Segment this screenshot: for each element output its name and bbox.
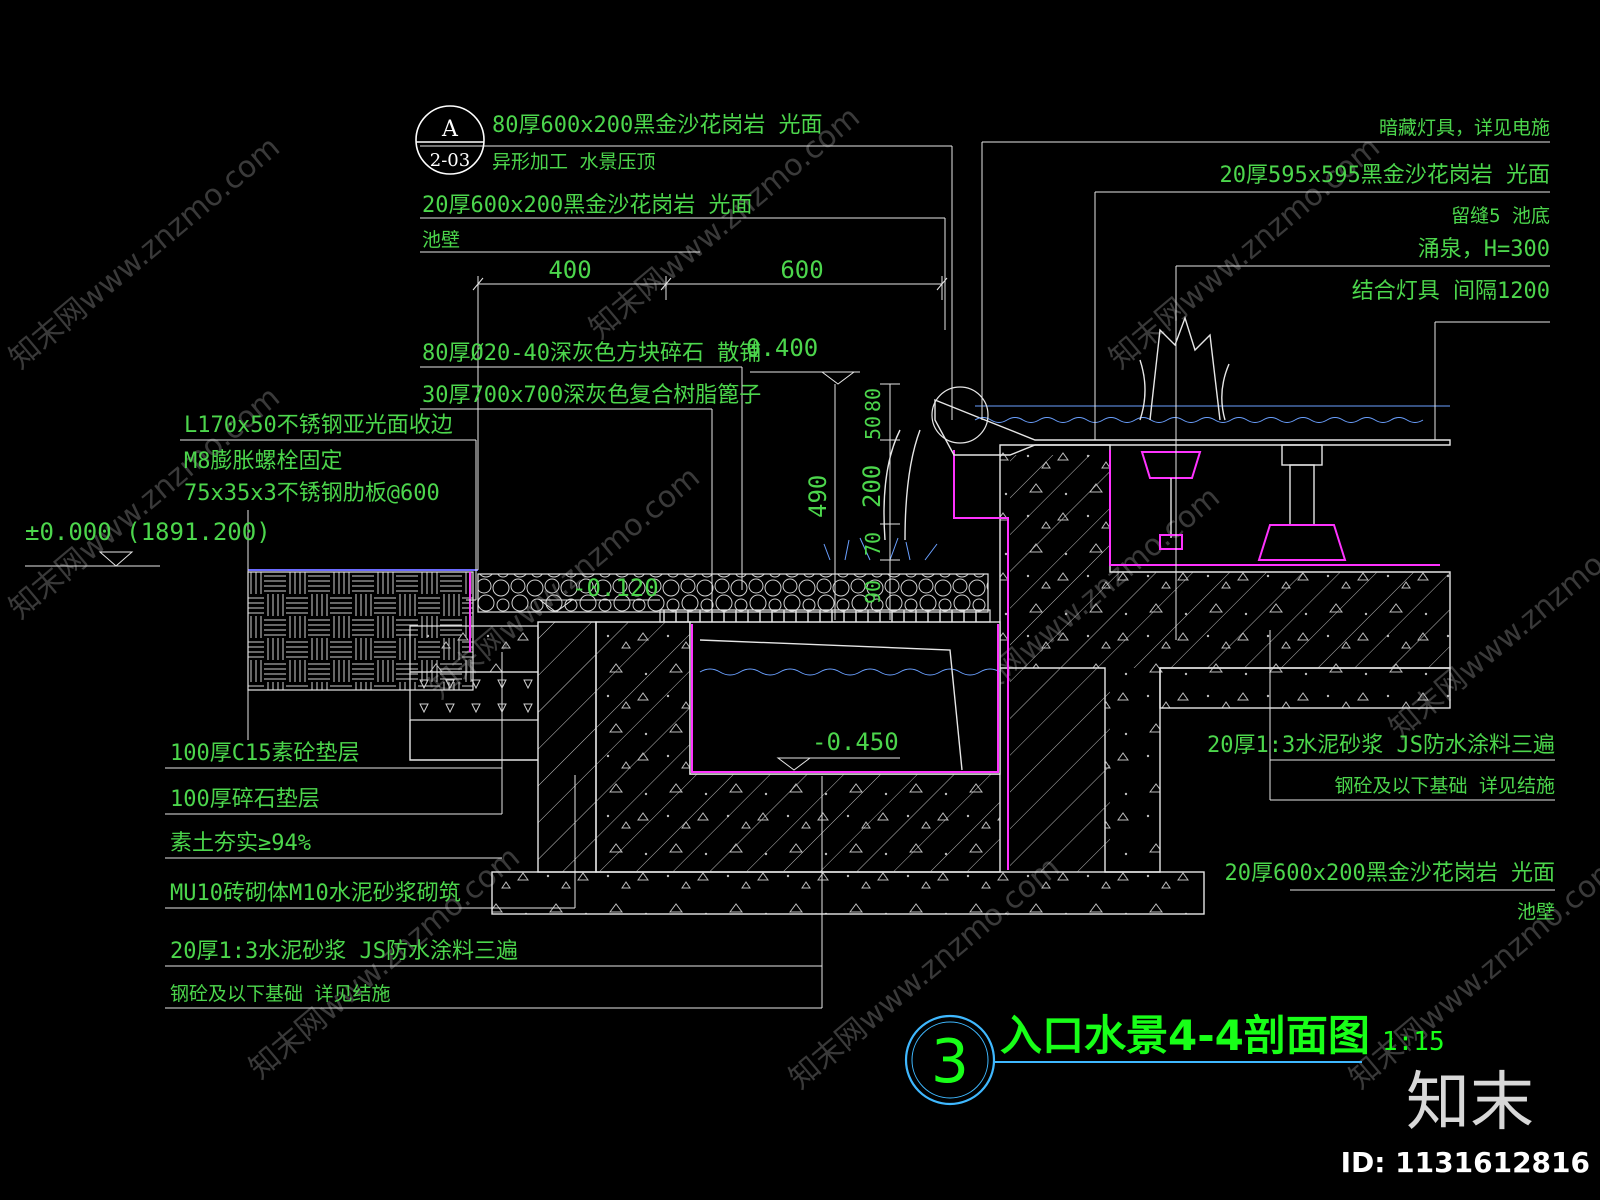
label-foundation: 钢砼及以下基础 详见结施 bbox=[170, 983, 390, 1005]
label-coping-stone: 80厚600x200黑金沙花岗岩 光面 bbox=[492, 113, 822, 138]
label-right-mortar: 20厚1:3水泥砂浆 JS防水涂料三遍 bbox=[1207, 733, 1555, 758]
fountain-jet bbox=[1149, 315, 1221, 421]
elevation-minus0120: -0.120 bbox=[572, 574, 659, 602]
pool-layer bbox=[823, 315, 1451, 561]
label-pool-floor-stone: 20厚595x595黑金沙花岗岩 光面 bbox=[1220, 163, 1550, 188]
detail-ref-sheet: 2-03 bbox=[430, 150, 470, 171]
dim-90: 90 bbox=[861, 580, 885, 604]
label-gravel-bed: 100厚碎石垫层 bbox=[170, 787, 320, 812]
detail-ref-letter: A bbox=[441, 117, 459, 142]
brand-logo: 知末 bbox=[1406, 1066, 1534, 1140]
watermark-text: 知末网www.znzmo.com bbox=[1343, 850, 1600, 1096]
label-lights-spacing: 结合灯具 间隔1200 bbox=[1352, 279, 1550, 304]
submerged-light bbox=[1140, 451, 1202, 550]
dim-400: 400 bbox=[548, 256, 591, 284]
datum-elevation: ±0.000 (1891.200) bbox=[25, 518, 271, 546]
brick-wall bbox=[537, 621, 597, 873]
title-number-ring bbox=[904, 1014, 996, 1106]
dim-50: 50 bbox=[861, 416, 885, 440]
foundation-slab bbox=[491, 871, 1205, 915]
title-number: 3 bbox=[931, 1027, 969, 1097]
pedestal-support bbox=[1257, 444, 1347, 561]
pool-wall-hatch bbox=[1010, 455, 1110, 872]
label-steel-rib: 75x35x3不锈钢肋板@600 bbox=[184, 481, 440, 506]
leader-lines bbox=[25, 141, 1555, 1009]
label-resin-grate: 30厚700x700深灰色复合树脂篦子 bbox=[422, 383, 761, 408]
label-joint: 留缝5 池底 bbox=[1451, 205, 1550, 227]
basin-hatch bbox=[690, 774, 1000, 872]
label-brickwork: MU10砖砌体M10水泥砂浆砌筑 bbox=[170, 881, 461, 906]
label-c15-bed: 100厚C15素砼垫层 bbox=[170, 741, 359, 766]
gravel-layer bbox=[477, 573, 989, 613]
right-footing bbox=[1159, 667, 1451, 709]
basin-hatch bbox=[596, 622, 690, 872]
label-right-foundation: 钢砼及以下基础 详见结施 bbox=[1335, 775, 1555, 797]
waterproof-layer bbox=[1109, 450, 1440, 566]
label-right-wall: 池壁 bbox=[1517, 901, 1555, 923]
label-mortar: 20厚1:3水泥砂浆 JS防水涂料三遍 bbox=[170, 939, 518, 964]
resin-grate bbox=[659, 609, 991, 623]
dim-70: 70 bbox=[861, 532, 885, 556]
pool-base-hatch bbox=[1110, 572, 1450, 668]
label-spring: 涌泉，H=300 bbox=[1418, 237, 1550, 262]
label-wall-stone: 20厚600x200黑金沙花岗岩 光面 bbox=[422, 193, 752, 218]
label-gravel: 80厚Ø20-40深灰色方块碎石 散铺 bbox=[422, 341, 761, 366]
structure-layer bbox=[491, 444, 1451, 915]
concrete-bed bbox=[409, 625, 539, 673]
drawing-scale: 1:15 bbox=[1382, 1027, 1445, 1057]
dim-200: 200 bbox=[858, 465, 886, 508]
dim-490: 490 bbox=[804, 475, 832, 518]
resource-id: ID: 1131612816 bbox=[1341, 1146, 1590, 1179]
label-steel-edge: L170x50不锈钢亚光面收边 bbox=[184, 413, 453, 438]
dim-80: 80 bbox=[861, 388, 885, 412]
annotations: 80厚600x200黑金沙花岗岩 光面 异形加工 水景压顶 20厚600x200… bbox=[25, 113, 1555, 1005]
label-soil: 素土夯实≥94% bbox=[170, 831, 311, 856]
coping-stone bbox=[934, 398, 1451, 456]
gravel-bed bbox=[409, 671, 539, 721]
dim-600: 600 bbox=[780, 256, 823, 284]
brand-mark: 知末 ID: 1131612816 bbox=[1341, 1066, 1590, 1179]
label-right-wall-stone: 20厚600x200黑金沙花岗岩 光面 bbox=[1225, 861, 1555, 886]
waterproof-layer bbox=[691, 624, 999, 773]
watermark-text: 知末网www.znzmo.com bbox=[3, 130, 287, 376]
coping-detail-circle bbox=[931, 386, 989, 444]
label-bolt: M8膨胀螺栓固定 bbox=[184, 449, 343, 474]
label-coping-process: 异形加工 水景压顶 bbox=[492, 151, 655, 173]
label-wall: 池壁 bbox=[422, 229, 460, 251]
label-hidden-lights: 暗藏灯具，详见电施 bbox=[1379, 117, 1550, 139]
waterproof-layer bbox=[953, 450, 1009, 870]
drawing-title: 入口水景4-4剖面图 bbox=[1000, 1011, 1370, 1060]
detail-reference: A 2-03 bbox=[415, 105, 485, 175]
title-block: 3 入口水景4-4剖面图 1:15 bbox=[904, 1011, 1445, 1106]
elevation-minus0450: -0.450 bbox=[812, 728, 899, 756]
paving-layer bbox=[247, 569, 991, 761]
elevation-0400: 0.400 bbox=[746, 334, 818, 362]
